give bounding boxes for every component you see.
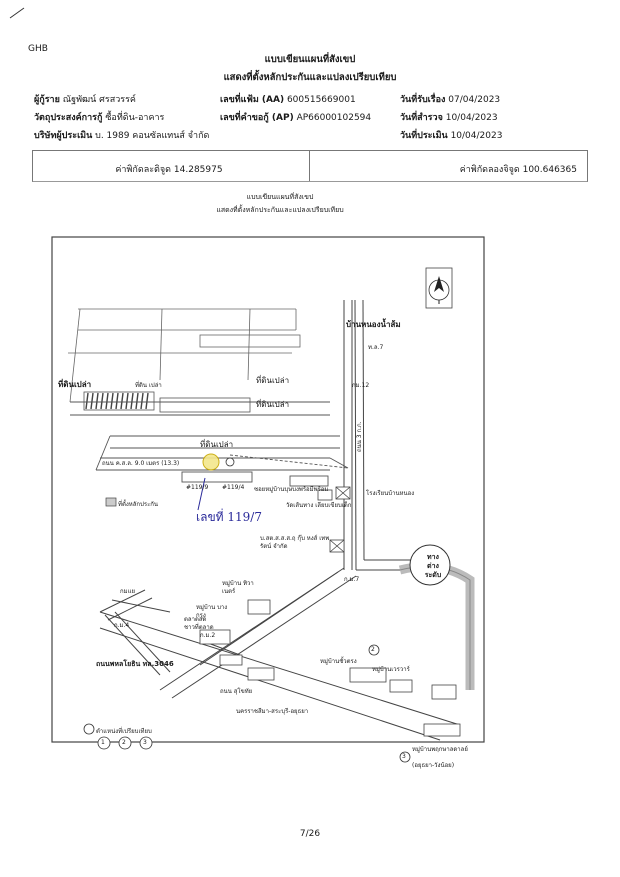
label-collateral-legend: ที่ตั้งหลักประกัน — [118, 501, 159, 508]
purpose-row: วัตถุประสงค์การกู้ ซื้อที่ดิน-อาคาร — [34, 110, 164, 124]
doc-title-line2: แสดงที่ตั้งหลักประกันและแปลงเปรียบเทียบ — [223, 72, 397, 83]
label-lot-119-4: #119/4 — [222, 484, 245, 491]
top-blocks — [68, 308, 301, 403]
request-no-row: เลขที่คำขอกู้ (AP) AP66000102594 — [220, 110, 371, 124]
label-circle-2: 2 — [371, 646, 375, 653]
page-number: 7/26 — [299, 829, 321, 839]
label-junction: ทาง ต่างระดับ — [424, 553, 442, 579]
appraisal-date-value: 10/04/2023 — [450, 131, 503, 141]
survey-date-row: วันที่สำรวจ 10/04/2023 — [400, 110, 498, 124]
label-temple: วัดเส้นทาง เลียบเขียบเด็ก — [286, 502, 352, 509]
request-no-value: AP66000102594 — [296, 113, 372, 123]
label-km-road: กม.12 — [352, 382, 370, 389]
compare-legend-marker — [83, 723, 95, 735]
label-empty-land-center: ที่ดินเปล่า — [200, 440, 234, 449]
label-km-mid: ก.ม.2 — [200, 632, 216, 639]
label-highway: ถนนพหลโยธิน ทล.3046 — [96, 660, 174, 668]
label-house-top: ก.ม.7 — [344, 576, 360, 583]
borrower-row: ผู้กู้ราย ณัฐพัฒน์ ศรสวรรค์ — [34, 92, 136, 106]
handwritten-pointer — [197, 477, 206, 511]
label-empty-land-left: ที่ดินเปล่า — [58, 380, 92, 389]
label-village-1: หมู่บ้าน ทิวาเนตร์ — [222, 580, 254, 595]
neighbor-marker — [225, 457, 235, 467]
map-title-line2: แสดงที่ตั้งหลักประกันและแปลงเปรียบเทียบ — [216, 206, 344, 214]
map-frame — [51, 236, 485, 743]
label-handwritten-lot: เลขที่ 119/7 — [196, 510, 262, 524]
label-factory: บ.สต.ส.ส.ส.ฤ กุ๊บ หงส์ เทพรัตน์ จำกัด — [260, 535, 330, 550]
doc-title-line1: แบบเขียนแผนที่สังเขป — [264, 54, 356, 65]
label-village-3: หมู่บ้านชั้วตรง — [320, 658, 357, 665]
purpose-label: วัตถุประสงค์การกู้ — [34, 113, 103, 123]
coordinate-divider — [309, 151, 310, 181]
label-compare-1: 1 — [101, 739, 105, 746]
east-highway — [99, 599, 461, 741]
west-road — [99, 589, 171, 676]
survey-date-value: 10/04/2023 — [445, 113, 498, 123]
doc-code: GHB — [28, 44, 48, 54]
label-north-road-2: ท.ล.7 — [368, 344, 384, 351]
coordinate-box: ค่าพิกัดละติจูด 14.285975 ค่าพิกัดลองจิจ… — [32, 150, 588, 182]
label-road-to-village: ซอยหมู่บ้านบุษบงพร้อมีพร้อม — [254, 486, 329, 493]
file-no-row: เลขที่แฟ้ม (AA) 600515669001 — [220, 92, 356, 106]
received-date-row: วันที่รับเรื่อง 07/04/2023 — [400, 92, 500, 106]
compare-circle-1 — [97, 736, 111, 750]
label-empty-land-small: ที่ดิน เปล่า — [135, 382, 162, 389]
longitude-label: ค่าพิกัดลองจิจูด — [459, 165, 520, 175]
latitude-value: 14.285975 — [173, 165, 223, 175]
diagonal-highway — [159, 567, 357, 699]
collateral-legend-swatch — [105, 497, 117, 507]
label-compare-2: 2 — [122, 739, 126, 746]
row-houses — [83, 391, 251, 413]
landmark-icons — [199, 486, 461, 737]
north-arrow-icon — [425, 267, 453, 309]
appraiser-label: บริษัทผู้ประเมิน — [34, 131, 93, 141]
label-market: ตลาดสด ชาวที่ตลาด — [184, 616, 214, 631]
collateral-marker — [202, 453, 220, 471]
label-compare-3: 3 — [143, 739, 147, 746]
purpose-value: ซื้อที่ดิน-อาคาร — [105, 113, 165, 123]
longitude-row: ค่าพิกัดลองจิจูด 100.646365 — [315, 162, 583, 176]
label-village-4: หมู่บ้านเวรวาร์ — [372, 666, 410, 673]
corner-mark — [9, 7, 25, 19]
received-date-value: 07/04/2023 — [448, 95, 501, 105]
longitude-value: 100.646365 — [522, 165, 577, 175]
label-lot-119-9: #119/9 — [186, 484, 209, 491]
label-road-city-1: ถนน สุโขทัย — [220, 688, 253, 695]
appraiser-value: บ. 1989 คอนซัลแทนส์ จำกัด — [95, 131, 210, 141]
appraiser-row: บริษัทผู้ประเมิน บ. 1989 คอนซัลแทนส์ จำก… — [34, 128, 209, 142]
survey-date-label: วันที่สำรวจ — [400, 113, 443, 123]
interchange-curve — [398, 562, 475, 690]
latitude-label: ค่าพิกัดละติจูด — [115, 165, 172, 175]
label-village-5: หมู่บ้านพฤกษาลดาลย์ — [412, 746, 468, 753]
latitude-row: ค่าพิกัดละติจูด 14.285975 — [33, 162, 305, 176]
label-empty-land-mid: ที่ดินเปล่า — [256, 400, 290, 409]
label-empty-land-top: ที่ดินเปล่า — [256, 376, 290, 385]
label-road-city-3: (อยุธยา-วังน้อย) — [412, 762, 455, 769]
map-title-line1: แบบเขียนแผนที่สังเขป — [246, 193, 314, 201]
label-village-top: บ้านหนองน้ำส้ม — [346, 320, 401, 329]
file-no-value: 600515669001 — [286, 95, 356, 105]
compare-circle-2 — [118, 736, 132, 750]
map-circle-3 — [399, 751, 411, 763]
map-circle-2 — [368, 644, 380, 656]
borrower-value: ณัฐพัฒน์ ศรสวรรค์ — [62, 95, 136, 105]
label-school: โรงเรียนบ้านหนอง — [366, 490, 415, 497]
label-road-city-2: นครราชสีมา-สระบุรี-อยุธยา — [236, 708, 309, 715]
file-no-label: เลขที่แฟ้ม (AA) — [220, 95, 285, 105]
label-village-2: หมู่บ้าน บางกรุง — [196, 604, 228, 619]
compare-circle-3 — [139, 736, 153, 750]
appraisal-date-row: วันที่ประเมิน 10/04/2023 — [400, 128, 502, 142]
received-date-label: วันที่รับเรื่อง — [400, 95, 446, 105]
label-circle-3: 3 — [402, 753, 406, 760]
label-kfc-left: กมแย — [120, 588, 135, 595]
label-north-road-1: ถนน 3 ก.ก. — [356, 421, 363, 452]
request-no-label: เลขที่คำขอกู้ (AP) — [220, 113, 294, 123]
label-road-soi: ถนน ค.ส.ล. 9.0 เมตร (13.3) — [102, 460, 180, 467]
borrower-label: ผู้กู้ราย — [34, 95, 60, 105]
appraisal-date-label: วันที่ประเมิน — [400, 131, 448, 141]
junction-circle — [409, 544, 451, 586]
label-compare-legend: ตำแหน่งที่เปรียบเทียบ — [96, 728, 152, 735]
label-km-left: ก.ม.4 — [114, 622, 130, 629]
